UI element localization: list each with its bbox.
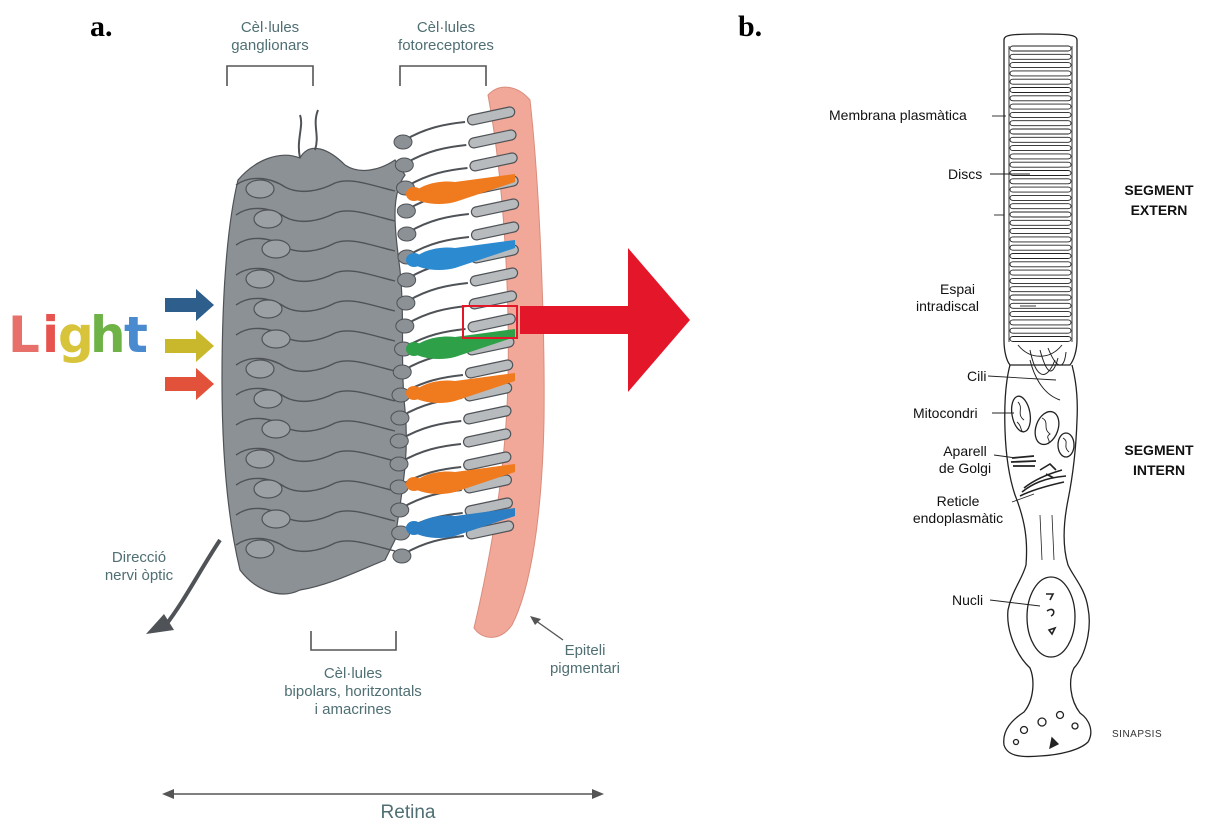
cilium-folds	[1030, 348, 1066, 374]
disc	[1010, 229, 1071, 234]
golgi-line-2: de Golgi	[928, 460, 1002, 477]
outer-segment-label: SEGMENT EXTERN	[1118, 180, 1200, 220]
retina-label: Retina	[348, 802, 468, 824]
outer-segment-outline	[1004, 34, 1077, 365]
intradiscal-line-1: Espai	[916, 281, 1020, 298]
disc	[1010, 162, 1071, 167]
outer-segment-line-2: EXTERN	[1118, 200, 1200, 220]
disc	[1010, 328, 1071, 333]
mitochondrion-2-cristae	[1042, 418, 1050, 444]
disc	[1010, 171, 1071, 176]
disc	[1010, 204, 1071, 209]
optic-nerve-label: Direcció nervi òptic	[84, 549, 194, 585]
disc	[1010, 212, 1071, 217]
synapse-label: SINAPSIS	[1112, 726, 1162, 743]
er-line-2: endoplasmàtic	[902, 510, 1014, 527]
panel-b-letter: b.	[738, 10, 762, 44]
disc	[1010, 195, 1071, 200]
disc	[1010, 337, 1071, 342]
nucleus-leader	[990, 600, 1040, 606]
disc	[1010, 262, 1071, 267]
disc	[1010, 154, 1071, 159]
golgi-label: Aparell de Golgi	[928, 443, 1002, 477]
inner-segment-line-2: INTERN	[1118, 460, 1200, 480]
inner-segment-outline	[1004, 365, 1091, 757]
light-letter: t	[124, 306, 149, 364]
optic-nerve-label-line-2: nervi òptic	[84, 567, 194, 585]
pigment-label-line-2: pigmentari	[540, 660, 630, 678]
cilium-leader	[988, 376, 1056, 380]
nucleus-label: Nucli	[952, 592, 983, 609]
cilium-label: Cili	[967, 368, 986, 385]
disc	[1010, 146, 1071, 151]
mitochondrion-1-cristae	[1017, 402, 1024, 432]
outer-segment-line-1: SEGMENT	[1118, 180, 1200, 200]
intradiscal-label: Espai intradiscal	[916, 281, 1020, 315]
ganglion-label-line-2: ganglionars	[214, 37, 326, 55]
ganglion-cells-label: Cèl·lules ganglionars	[214, 19, 326, 55]
disc	[1010, 179, 1071, 184]
discs-label: Discs	[948, 166, 982, 183]
bipolar-cells-label: Cèl·lules bipolars, horitzontals i amacr…	[268, 665, 438, 719]
inner-segment-strands	[1040, 515, 1054, 560]
photoreceptor-label-line-2: fotoreceptores	[385, 37, 507, 55]
disc	[1010, 320, 1071, 325]
photoreceptor-label-line-1: Cèl·lules	[385, 19, 507, 37]
disc	[1010, 129, 1071, 134]
panel-a-letter: a.	[90, 10, 113, 44]
disc	[1010, 104, 1071, 109]
synaptic-vesicle	[1021, 727, 1028, 734]
bipolar-label-line-3: i amacrines	[268, 701, 438, 719]
light-letter: L	[8, 306, 41, 364]
endoplasmic-reticulum	[1020, 464, 1066, 496]
disc	[1010, 270, 1071, 275]
light-letter: h	[90, 306, 127, 364]
pigment-label-line-1: Epiteli	[540, 642, 630, 660]
optic-nerve-label-line-1: Direcció	[84, 549, 194, 567]
disc	[1010, 220, 1071, 225]
disc	[1010, 79, 1071, 84]
disc	[1010, 54, 1071, 59]
synaptic-vesicle	[1038, 718, 1046, 726]
disc	[1010, 254, 1071, 259]
disc	[1010, 112, 1071, 117]
synaptic-vesicle	[1057, 712, 1064, 719]
synaptic-vesicle	[1072, 723, 1078, 729]
nucleus	[1027, 577, 1075, 657]
er-label: Reticle endoplasmàtic	[902, 493, 1014, 527]
mitochondrion-3-cristae	[1063, 438, 1069, 452]
disc	[1010, 88, 1071, 93]
disc	[1010, 121, 1071, 126]
disc	[1010, 237, 1071, 242]
disc	[1010, 137, 1071, 142]
disc	[1010, 71, 1071, 76]
ganglion-label-line-1: Cèl·lules	[214, 19, 326, 37]
inner-segment-label: SEGMENT INTERN	[1118, 440, 1200, 480]
er-line-1: Reticle	[902, 493, 1014, 510]
bipolar-label-line-2: bipolars, horitzontals	[268, 683, 438, 701]
intradiscal-line-2: intradiscal	[916, 298, 1020, 315]
disc	[1010, 187, 1071, 192]
mitochondria-label: Mitocondri	[913, 405, 978, 422]
disc	[1010, 245, 1071, 250]
synaptic-ribbon	[1050, 738, 1058, 748]
photoreceptor-cells-label: Cèl·lules fotoreceptores	[385, 19, 507, 55]
disc	[1010, 63, 1071, 68]
disc	[1010, 96, 1071, 101]
golgi-line-1: Aparell	[928, 443, 1002, 460]
nucleus-chromatin	[1046, 594, 1055, 634]
membrane-label: Membrana plasmàtica	[829, 107, 967, 124]
inner-segment-line-1: SEGMENT	[1118, 440, 1200, 460]
synaptic-vesicle	[1014, 740, 1019, 745]
disc	[1010, 46, 1071, 51]
bipolar-label-line-1: Cèl·lules	[268, 665, 438, 683]
pigment-epithelium-label: Epiteli pigmentari	[540, 642, 630, 678]
